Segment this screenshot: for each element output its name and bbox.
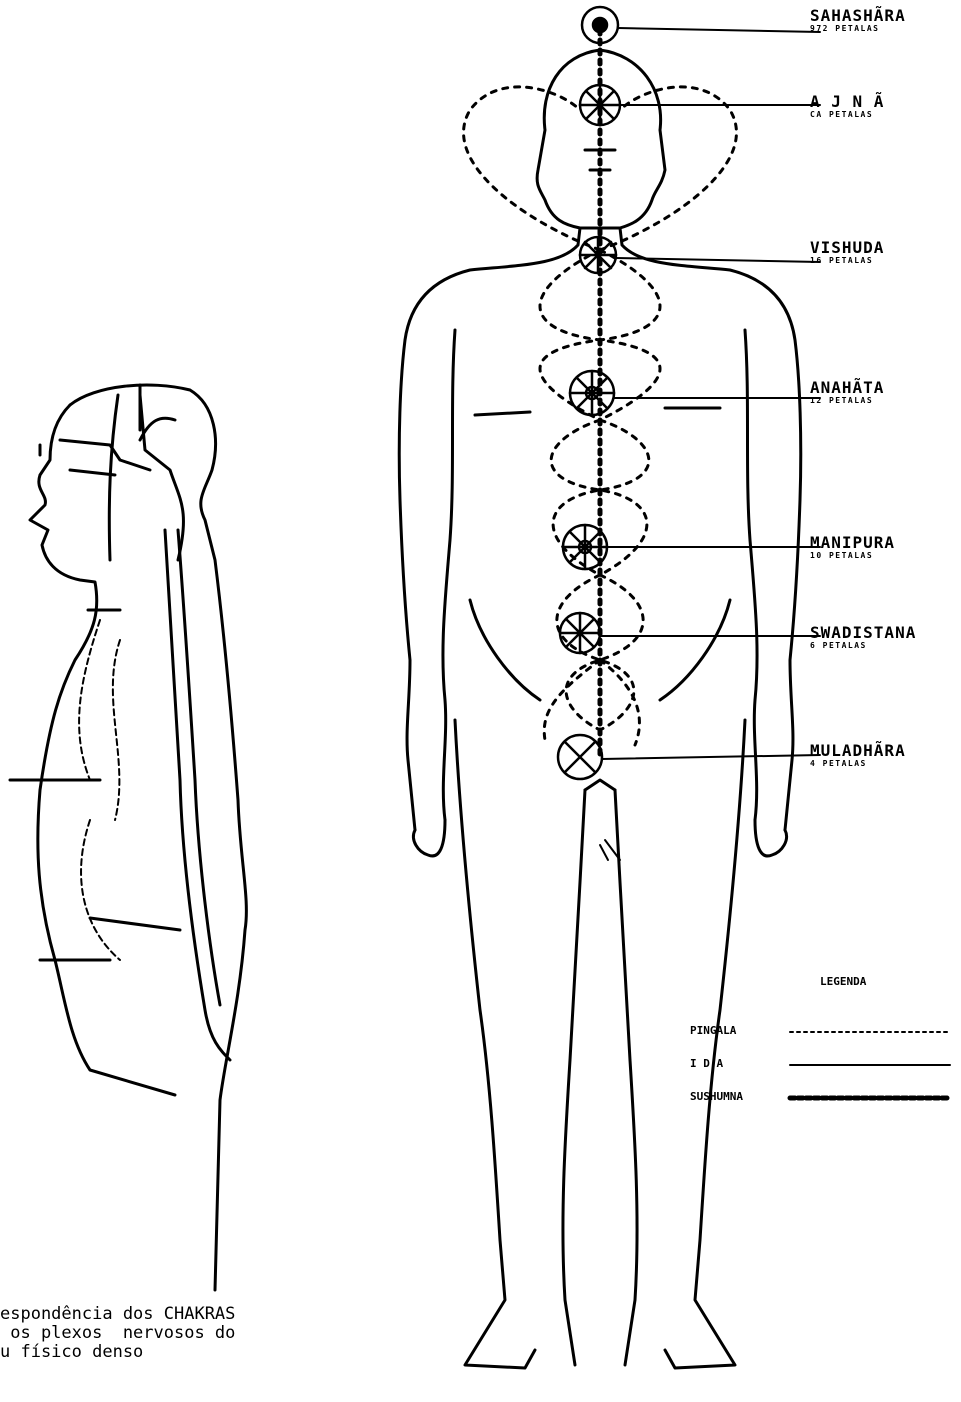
- legend-label-pingala: PINGALA: [690, 1024, 736, 1037]
- channels: [464, 20, 737, 760]
- chakra-petals: 6 PETALAS: [810, 641, 916, 651]
- chakra-name: VISHUDA: [810, 240, 884, 256]
- chakra-name: MULADHÃRA: [810, 743, 906, 759]
- leader-lines: [600, 28, 820, 759]
- legend-samples: [790, 1032, 950, 1098]
- label-anahata: ANAHÃTA 12 PETALAS: [810, 380, 884, 406]
- label-ajna: A J N Ã CA PETALAS: [810, 94, 884, 120]
- chakra-name: SWADISTANA: [810, 625, 916, 641]
- chakra-petals: 16 PETALAS: [810, 256, 884, 266]
- chakra-name: MANIPURA: [810, 535, 895, 551]
- caption: espondência dos CHAKRAS os plexos nervos…: [0, 1305, 370, 1362]
- chakra-wheel-swadistana: [560, 613, 600, 653]
- caption-line-3: u físico denso: [0, 1342, 143, 1362]
- chakra-wheel-vishuda: [580, 237, 616, 273]
- chakra-name: ANAHÃTA: [810, 380, 884, 396]
- chakra-name: SAHASHÃRA: [810, 8, 906, 24]
- chakra-wheels: [558, 7, 620, 779]
- label-manipura: MANIPURA 10 PETALAS: [810, 535, 895, 561]
- chakra-wheel-ajna: [580, 85, 620, 125]
- label-sahashara: SAHASHÃRA 972 PETALAS: [810, 8, 906, 34]
- caption-line-1: espondência dos CHAKRAS: [0, 1304, 235, 1324]
- label-vishuda: VISHUDA 16 PETALAS: [810, 240, 884, 266]
- chakra-petals: 972 PETALAS: [810, 24, 906, 34]
- chakra-petals: 10 PETALAS: [810, 551, 895, 561]
- chakra-petals: 12 PETALAS: [810, 396, 884, 406]
- chakra-name: A J N Ã: [810, 94, 884, 110]
- side-figure: [10, 385, 246, 1290]
- legend-title: LEGENDA: [820, 975, 866, 988]
- chakra-petals: 4 PETALAS: [810, 759, 906, 769]
- legend-label-ida: I D A: [690, 1057, 723, 1070]
- label-muladhara: MULADHÃRA 4 PETALAS: [810, 743, 906, 769]
- label-swadistana: SWADISTANA 6 PETALAS: [810, 625, 916, 651]
- chakra-wheel-muladhara: [558, 735, 602, 779]
- legend-label-sushumna: SUSHUMNA: [690, 1090, 743, 1103]
- caption-line-2: os plexos nervosos do: [0, 1323, 235, 1343]
- chakra-wheel-manipura: [563, 525, 607, 569]
- chakra-wheel-anahata: [570, 371, 614, 415]
- chakra-petals: CA PETALAS: [810, 110, 884, 120]
